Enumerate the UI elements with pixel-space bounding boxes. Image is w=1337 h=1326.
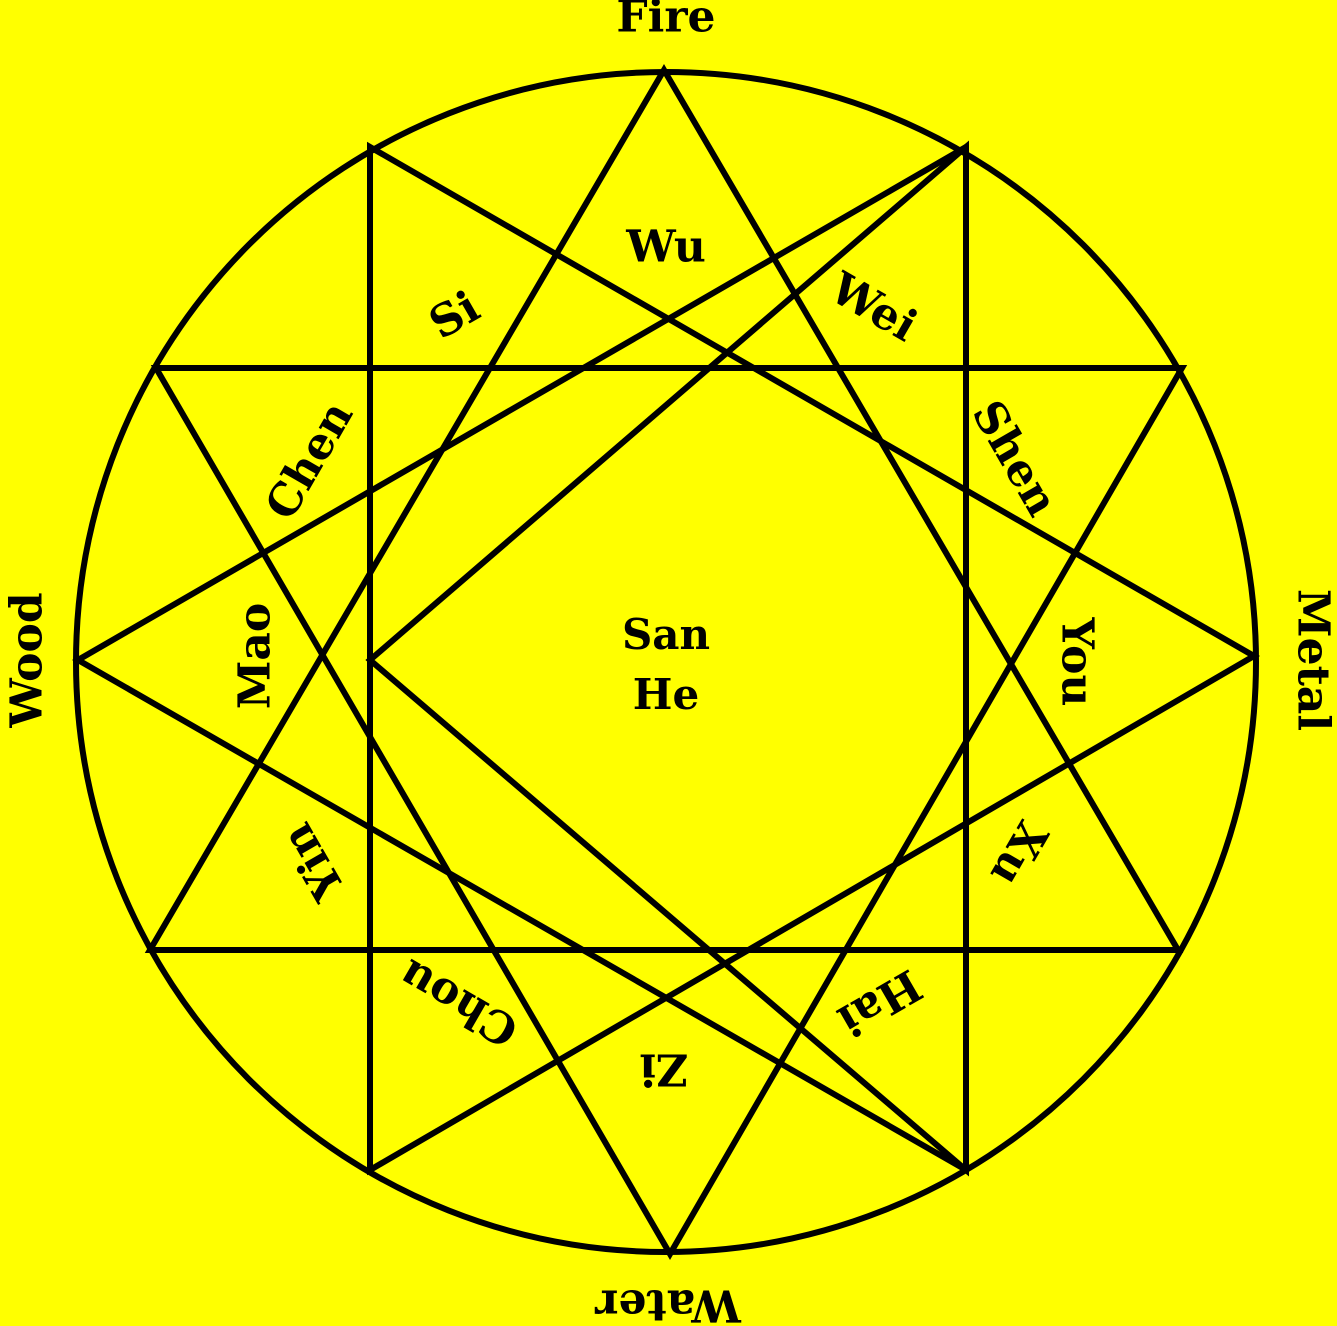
metal-triangle <box>367 141 1260 1176</box>
branch-label-wu: Wu <box>625 222 706 273</box>
branch-label-zi: Zi <box>640 1044 689 1095</box>
element-label-metal: Metal <box>1288 589 1337 731</box>
element-label-water: Water <box>594 1280 741 1326</box>
fire-triangle <box>144 64 1184 953</box>
water-triangle <box>150 365 1188 1260</box>
element-label-wood: Wood <box>2 592 53 728</box>
branch-label-you: You <box>1052 617 1103 707</box>
center-label-line1: San <box>622 610 710 659</box>
center-label-line2: He <box>633 670 699 719</box>
wood-triangle-extended <box>71 141 969 1176</box>
branch-label-mao: Mao <box>230 603 281 710</box>
element-label-fire: Fire <box>616 0 715 43</box>
